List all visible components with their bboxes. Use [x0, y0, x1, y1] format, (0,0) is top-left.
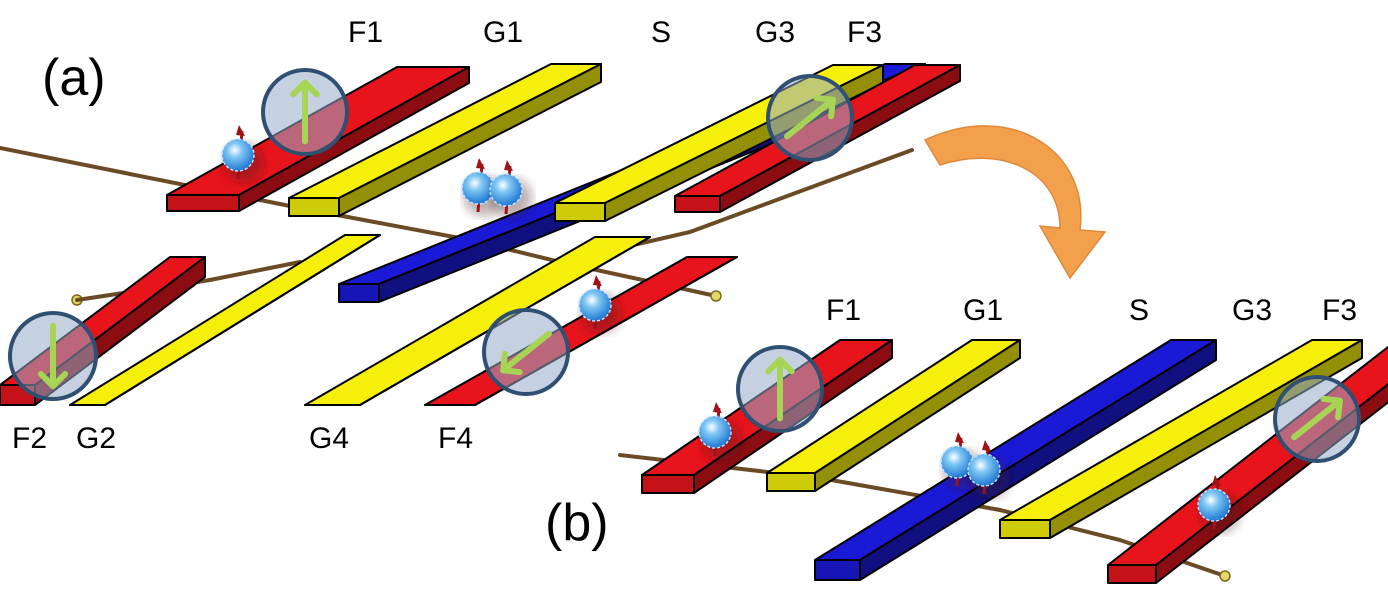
electrode-b-S [814, 339, 1217, 581]
panel-b-label: (b) [545, 494, 609, 552]
curved-arrow-icon [923, 125, 1107, 280]
spin-electron-icon [221, 125, 264, 183]
label-a-F1: F1 [348, 16, 384, 49]
label-b-F1: F1 [826, 294, 862, 327]
spin-electron-icon [489, 160, 532, 218]
electrode-a-G4 [304, 236, 651, 406]
electrode-a-G2 [69, 234, 381, 406]
label-a-F4: F4 [438, 422, 474, 455]
label-b-G3: G3 [1232, 294, 1273, 327]
label-a-S: S [651, 16, 672, 49]
label-b-G1: G1 [963, 294, 1004, 327]
label-a-G1: G1 [483, 16, 524, 49]
label-b-F3: F3 [1322, 294, 1358, 327]
label-a-F3: F3 [847, 16, 883, 49]
label-a-G4: G4 [309, 422, 350, 455]
magnetization-arrow-icon [1273, 375, 1361, 463]
electrode-a-G1 [288, 63, 602, 217]
spin-electron-icon [698, 402, 741, 460]
label-a-G2: G2 [76, 422, 117, 455]
panel-a-label: (a) [42, 49, 106, 107]
label-b-S: S [1129, 294, 1150, 327]
magnetization-arrow-icon [482, 308, 570, 396]
spin-electron-icon [967, 440, 1010, 498]
label-a-G3: G3 [755, 16, 796, 49]
magnetization-arrow-icon [736, 345, 824, 433]
magnetization-arrow-icon [766, 74, 854, 162]
magnetization-arrow-icon [8, 311, 98, 401]
electrode-b-G3 [999, 339, 1363, 539]
panel-a-device [0, 63, 961, 406]
panel-b-device [618, 339, 1388, 613]
electrode-b-G1 [766, 339, 1021, 492]
spin-electron-icon [578, 275, 621, 333]
magnetization-arrow-icon [261, 68, 349, 156]
label-a-F2: F2 [12, 422, 48, 455]
spin-electron-icon [1197, 475, 1240, 533]
